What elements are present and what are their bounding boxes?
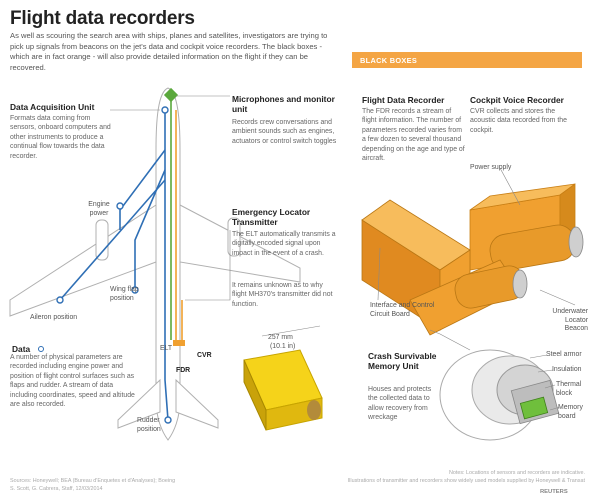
reuters-brand: REUTERS: [540, 489, 568, 495]
cvr-heading: Cockpit Voice Recorder: [470, 95, 564, 105]
data-node-icon: [37, 346, 44, 352]
csmu-text: Houses and protects the collected data t…: [368, 386, 432, 422]
elt-heading: Emergency Locator Transmitter: [232, 207, 311, 227]
steel-armor-label: Steel armor: [546, 351, 582, 358]
page-title: Flight data recorders: [10, 8, 195, 29]
footer-credit: S. Scott, G. Cabrera, Staff, 12/03/2014: [10, 486, 103, 492]
rudder-label: Rudder position: [137, 417, 161, 433]
intro-text: As well as scouring the search area with…: [10, 31, 328, 72]
cvr-text: CVR collects and stores the acoustic dat…: [470, 108, 567, 134]
underwater-beacon-label: Underwater Locator Beacon: [552, 308, 588, 333]
fdr-heading: Flight Data Recorder: [362, 95, 445, 105]
black-boxes-label: BLACK BOXES: [360, 56, 418, 65]
insulation-label: Insulation: [552, 366, 582, 373]
elt-device-illustration: [243, 325, 323, 431]
data-text: A number of physical parameters are reco…: [10, 354, 135, 409]
mic-text: Records crew conversations and ambient s…: [232, 119, 337, 145]
data-heading: Data: [12, 344, 31, 354]
cvr-box-illustration: [469, 167, 584, 271]
power-supply-label: Power supply: [470, 164, 512, 171]
interface-label: Interface and Control Circuit Board: [370, 302, 435, 318]
footer-sources: Sources: Honeywell; BEA (Bureau d'Enquet…: [10, 478, 176, 484]
footer-note-2: Illustrations of transmitter and recorde…: [347, 478, 585, 484]
fdr-text: The FDR records a stream of flight infor…: [362, 108, 465, 163]
data-heading-row: Data: [12, 339, 44, 357]
elt-size-inch: (10.1 in): [270, 343, 296, 350]
engine-power-label: Engine power: [88, 201, 110, 217]
daq-text: Formats data coming from sensors, onboar…: [10, 115, 111, 160]
csmu-heading: Crash Survivable Memory Unit: [368, 351, 437, 371]
fdr-tag: FDR: [176, 367, 191, 374]
elt-tag: ELT: [160, 345, 173, 352]
black-boxes-banner: BLACK BOXES: [352, 52, 582, 68]
cvr-tag: CVR: [197, 352, 212, 359]
elt-text-2: It remains unknown as to why flight MH37…: [232, 282, 333, 308]
daq-heading: Data Acquisition Unit: [10, 102, 95, 112]
reuters-logo: REUTERS: [540, 489, 568, 496]
fdr-box-illustration: [361, 199, 576, 336]
memory-board-label: Memory board: [558, 404, 583, 420]
thermal-block-label: Thermal block: [556, 381, 582, 397]
wing-flap-label: Wing flap position: [110, 286, 139, 302]
footer-note-1: Notes: Locations of sensors and recorder…: [448, 470, 585, 476]
elt-size-mm: 257 mm: [268, 334, 293, 341]
mic-heading: Microphones and monitor unit: [232, 94, 335, 114]
csmu-illustration: [429, 329, 561, 441]
aileron-label: Aileron position: [30, 314, 78, 321]
elt-text-1: The ELT automatically transmits a digita…: [232, 231, 336, 257]
